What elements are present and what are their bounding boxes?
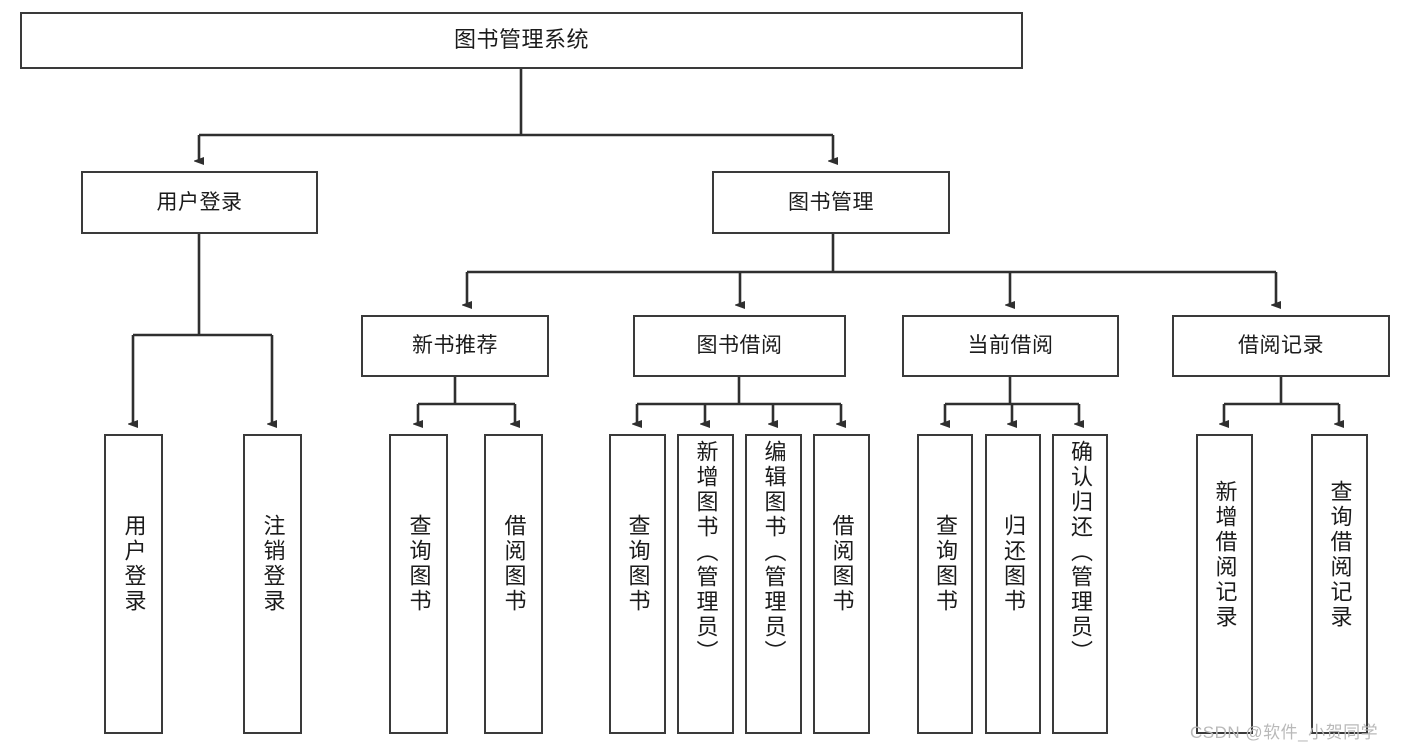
node-label: 新增图书（管理员）: [693, 440, 719, 665]
node-label: 用户登录: [121, 514, 147, 614]
node-book-borrow[interactable]: 图书借阅: [633, 315, 846, 377]
node-label: 确认归还（管理员）: [1068, 440, 1093, 665]
leaf-book-borrow-borrow[interactable]: 借阅图书: [813, 434, 870, 734]
node-label: 查询图书: [406, 514, 432, 614]
leaf-current-borrow-confirm-admin[interactable]: 确认归还（管理员）: [1052, 434, 1108, 734]
node-borrow-record[interactable]: 借阅记录: [1172, 315, 1390, 377]
watermark-text: CSDN @软件_小贺同学: [1190, 723, 1379, 742]
node-label: 当前借阅: [967, 334, 1054, 358]
node-current-borrow[interactable]: 当前借阅: [902, 315, 1119, 377]
leaf-book-borrow-edit-admin[interactable]: 编辑图书（管理员）: [745, 434, 802, 734]
leaf-book-borrow-add-admin[interactable]: 新增图书（管理员）: [677, 434, 734, 734]
node-label: 查询借阅记录: [1327, 480, 1353, 630]
node-label: 归还图书: [1001, 514, 1026, 614]
node-label: 借阅记录: [1238, 334, 1324, 358]
node-label: 借阅图书: [501, 514, 527, 614]
node-book-management[interactable]: 图书管理: [712, 171, 950, 234]
leaf-user-login-logout[interactable]: 注销登录: [243, 434, 302, 734]
leaf-current-borrow-return[interactable]: 归还图书: [985, 434, 1041, 734]
node-label: 查询图书: [625, 514, 651, 614]
leaf-borrow-record-query[interactable]: 查询借阅记录: [1311, 434, 1368, 734]
node-label: 图书管理: [788, 190, 874, 214]
node-label: 图书管理系统: [453, 27, 589, 53]
node-root-system[interactable]: 图书管理系统: [20, 12, 1023, 69]
node-label: 新书推荐: [412, 334, 498, 358]
leaf-new-book-query[interactable]: 查询图书: [389, 434, 448, 734]
leaf-current-borrow-query[interactable]: 查询图书: [917, 434, 973, 734]
node-label: 用户登录: [156, 190, 243, 214]
node-label: 查询图书: [933, 514, 958, 614]
leaf-book-borrow-query[interactable]: 查询图书: [609, 434, 666, 734]
node-label: 注销登录: [260, 514, 286, 614]
leaf-new-book-borrow[interactable]: 借阅图书: [484, 434, 543, 734]
node-new-book-recommend[interactable]: 新书推荐: [361, 315, 549, 377]
node-user-login[interactable]: 用户登录: [81, 171, 318, 234]
leaf-user-login-login[interactable]: 用户登录: [104, 434, 163, 734]
node-label: 新增借阅记录: [1212, 480, 1238, 630]
node-label: 编辑图书（管理员）: [761, 440, 787, 665]
node-label: 图书借阅: [696, 334, 783, 358]
leaf-borrow-record-add[interactable]: 新增借阅记录: [1196, 434, 1253, 734]
node-label: 借阅图书: [829, 514, 855, 614]
